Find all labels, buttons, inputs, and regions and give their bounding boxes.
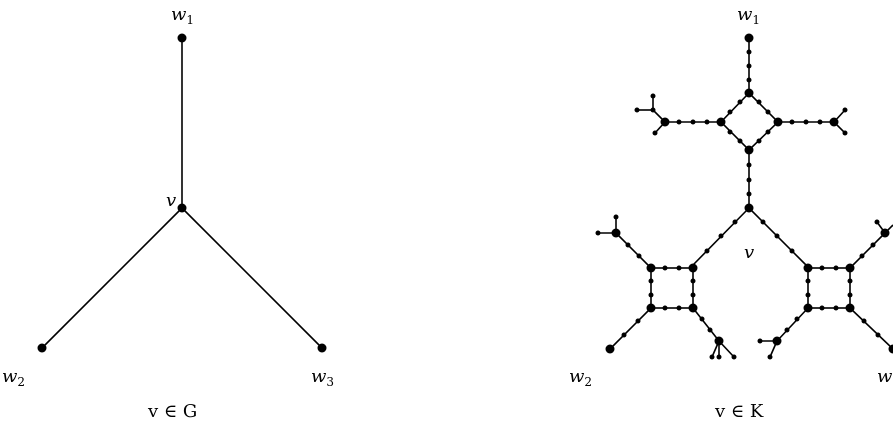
label-k-w3: w3 <box>877 366 893 389</box>
caption-left: v ∈ G <box>147 401 197 422</box>
label-w1: w1 <box>171 4 194 27</box>
node-v <box>177 203 187 213</box>
label-k-v: v <box>744 242 754 263</box>
node-w1 <box>177 33 187 43</box>
label-k-w1: w1 <box>737 4 760 27</box>
edge-v-w2 <box>41 207 183 349</box>
graph-g: w1 v w2 w3 v ∈ G <box>2 4 334 422</box>
graph-k-nodes <box>605 33 893 354</box>
label-v: v <box>166 190 176 211</box>
label-w3: w3 <box>311 366 334 389</box>
label-w2: w2 <box>2 366 25 389</box>
edge-v-w3 <box>181 207 323 349</box>
graph-k-small-nodes <box>595 49 881 360</box>
label-k-w2: w2 <box>569 366 592 389</box>
node-w2 <box>37 343 47 353</box>
caption-right: v ∈ K <box>714 401 764 422</box>
node-w3 <box>317 343 327 353</box>
